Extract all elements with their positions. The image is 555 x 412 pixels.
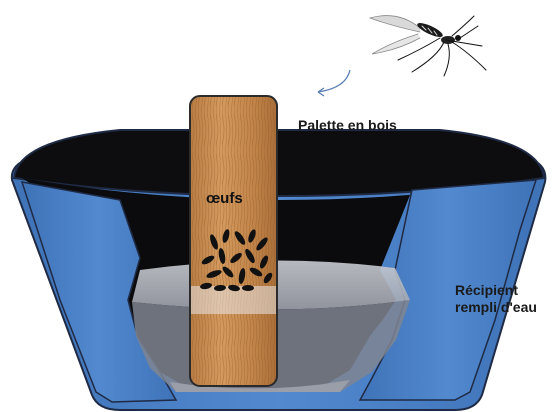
mosquito-icon [370, 16, 486, 76]
label-wooden-paddle: Palette en bois [298, 117, 397, 134]
label-eggs: œufs [206, 190, 243, 207]
label-water-container: Récipient rempli d'eau [455, 282, 555, 316]
curved-arrow-icon [318, 70, 350, 96]
